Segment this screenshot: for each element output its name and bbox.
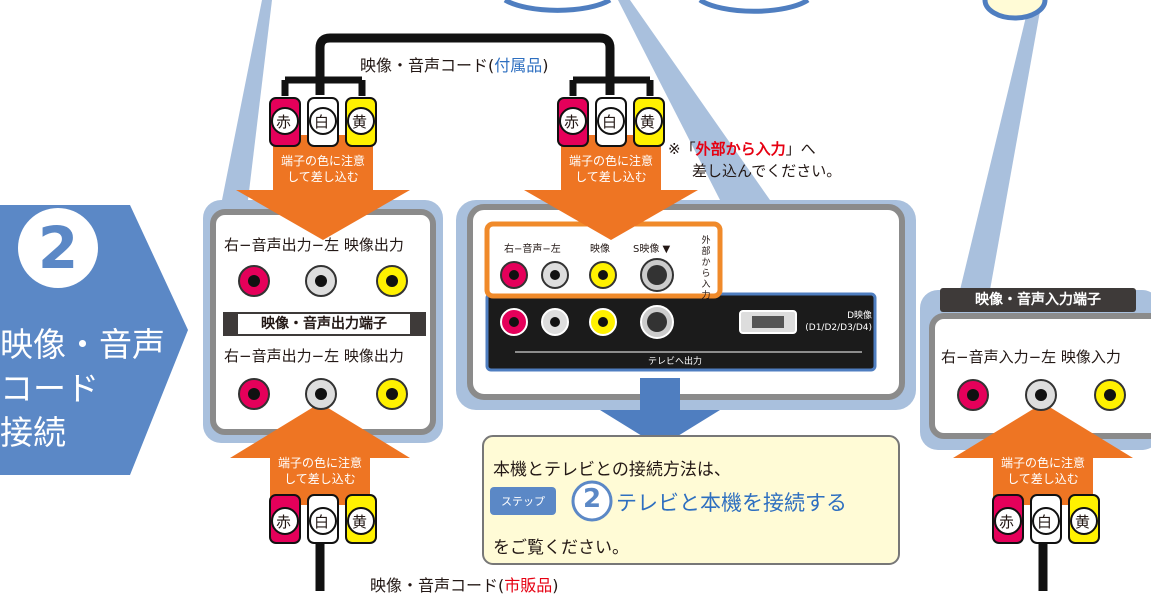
top-circle-3 [982, 0, 1048, 21]
insert-note-right-bottom: 端子の色に注意して差し込む [1000, 456, 1085, 486]
panel-label-video: 映像 [590, 244, 610, 255]
right-device-title-bg [940, 288, 1136, 312]
panel-d-video-label: D映像(D1/D2/D3/D4) [805, 311, 872, 333]
top-circle-1 [503, 0, 612, 13]
left-device-top-row-label: 右−音声出力−左 映像出力 [224, 236, 404, 254]
jacks-right [957, 379, 1126, 411]
panel-label-external-input: 外部から入力 [701, 236, 711, 301]
step-number: 2 [37, 214, 79, 282]
cable-top [315, 33, 615, 95]
callout-wedge-middle [618, 0, 770, 200]
insert-note-left-top: 端子の色に注意して差し込む [280, 154, 365, 184]
info-box-step-badge: ステップ [501, 495, 545, 508]
info-box-step-number: 2 [582, 484, 602, 514]
jacks-left-top [238, 265, 408, 297]
info-box-line1: 本機とテレビとの接続方法は、 [493, 460, 731, 480]
right-device-title: 映像・音声入力端子 [975, 292, 1101, 308]
orange-arrow-middle-top [524, 135, 698, 240]
callout-wedge-left [222, 0, 272, 200]
info-box [482, 435, 900, 565]
jacks-panel-input [500, 258, 674, 292]
panel-tv-out-label: テレビへ出力 [648, 357, 703, 367]
jacks-left-bottom [238, 378, 408, 410]
insert-note-left-bottom: 端子の色に注意して差し込む [277, 456, 362, 486]
step-title-line1: 映像・音声 [0, 325, 165, 364]
info-box-line3: をご覧ください。 [493, 538, 629, 558]
cable-bottom-label: 映像・音声コード(市販品) [370, 572, 559, 596]
step-title-line3: 接続 [0, 413, 66, 452]
top-circle-2 [698, 0, 810, 14]
callout-wedge-right [960, 0, 1042, 290]
external-input-note: ※「外部から入力」へ 差し込んでください。 [668, 140, 842, 180]
left-device-bottom-row-label: 右−音声出力−左 映像出力 [224, 347, 404, 365]
right-device-row-label: 右−音声入力−左 映像入力 [941, 348, 1121, 366]
orange-arrow-left-top [236, 135, 410, 240]
down-arrow-to-info [600, 378, 720, 447]
panel-label-audio: 右−音声−左 [504, 244, 561, 255]
insert-note-middle-top: 端子の色に注意して差し込む [568, 154, 653, 184]
step-title-line2: コード [0, 369, 99, 408]
panel-label-svideo: S映像 ▼ [633, 244, 671, 255]
orange-arrow-right-bottom [953, 403, 1133, 505]
info-box-step-title: テレビと本機を接続する [616, 491, 847, 515]
left-device-title: 映像・音声出力端子 [261, 316, 387, 332]
cable-top-label: 映像・音声コード(付属品) [360, 56, 549, 75]
jacks-panel-output [500, 305, 797, 339]
orange-arrow-left-bottom [230, 403, 410, 505]
